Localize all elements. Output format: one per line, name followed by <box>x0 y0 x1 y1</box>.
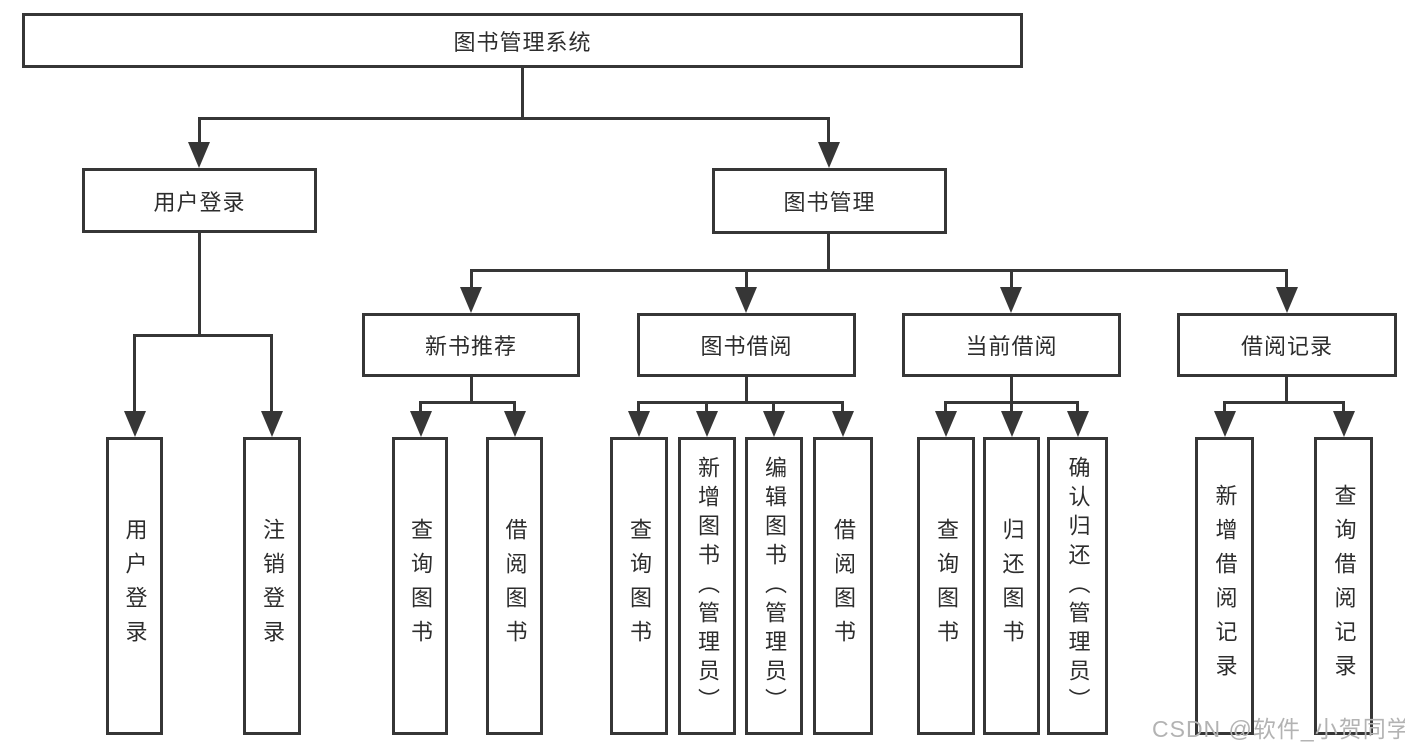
connector-line <box>841 401 844 416</box>
connector-line <box>133 334 273 337</box>
leaf-records-query-record: 查询借阅记录 <box>1314 437 1373 735</box>
node-user-login: 用户登录 <box>82 168 317 233</box>
connector-line <box>1223 401 1344 404</box>
connector-line <box>1285 269 1288 293</box>
connector-line <box>827 117 830 147</box>
node-new-book-recommend-label: 新书推荐 <box>424 334 517 359</box>
connector-line <box>745 375 748 404</box>
arrow-down-icon <box>1067 411 1089 437</box>
connector-line <box>637 401 640 416</box>
arrow-down-icon <box>124 411 146 437</box>
connector-line <box>419 401 516 404</box>
leaf-borrow-add-books-admin-label: 新增图书（管理员） <box>695 455 720 717</box>
node-borrowing-records: 借阅记录 <box>1177 313 1397 377</box>
connector-line <box>772 401 775 416</box>
leaf-borrow-add-books-admin: 新增图书（管理员） <box>678 437 736 735</box>
connector-line <box>1285 375 1288 404</box>
node-borrowing-records-label: 借阅记录 <box>1240 334 1333 359</box>
leaf-records-query-record-label: 查询借阅记录 <box>1331 484 1357 688</box>
arrow-down-icon <box>1214 411 1236 437</box>
leaf-records-add-record: 新增借阅记录 <box>1195 437 1254 735</box>
node-book-management-label: 图书管理 <box>783 190 876 215</box>
node-new-book-recommend: 新书推荐 <box>362 313 580 377</box>
connector-line <box>470 269 1288 272</box>
leaf-borrow-borrow-books: 借阅图书 <box>813 437 873 735</box>
leaf-newbook-query-books: 查询图书 <box>392 437 448 735</box>
connector-line <box>1010 375 1013 404</box>
leaf-user-login-label: 用户登录 <box>122 518 148 654</box>
leaf-newbook-query-books-label: 查询图书 <box>408 518 433 654</box>
arrow-down-icon <box>935 411 957 437</box>
watermark-text: CSDN @软件_小贺同学 <box>1152 716 1405 742</box>
node-book-borrowing-label: 图书借阅 <box>700 334 793 359</box>
node-book-management: 图书管理 <box>712 168 947 234</box>
connector-line <box>827 232 830 272</box>
leaf-records-add-record-label: 新增借阅记录 <box>1212 484 1238 688</box>
connector-line <box>1076 401 1079 416</box>
arrow-down-icon <box>735 287 757 313</box>
arrow-down-icon <box>410 411 432 437</box>
connector-line <box>521 66 524 119</box>
arrow-down-icon <box>696 411 718 437</box>
leaf-borrow-query-books: 查询图书 <box>610 437 668 735</box>
connector-line <box>470 269 473 293</box>
leaf-user-login: 用户登录 <box>106 437 163 735</box>
leaf-current-confirm-return-admin-label: 确认归还（管理员） <box>1065 455 1091 717</box>
node-library-system-label: 图书管理系统 <box>453 29 592 55</box>
node-book-borrowing: 图书借阅 <box>637 313 856 377</box>
node-user-login-label: 用户登录 <box>153 189 246 215</box>
arrow-down-icon <box>628 411 650 437</box>
connector-line <box>470 375 473 404</box>
connector-line <box>1010 269 1013 293</box>
arrow-down-icon <box>832 411 854 437</box>
leaf-newbook-borrow-books-label: 借阅图书 <box>502 518 528 654</box>
arrow-down-icon <box>818 142 840 168</box>
leaf-current-confirm-return-admin: 确认归还（管理员） <box>1047 437 1108 735</box>
connector-line <box>198 231 201 336</box>
connector-line <box>133 334 136 414</box>
node-current-borrowing: 当前借阅 <box>902 313 1121 377</box>
arrow-down-icon <box>763 411 785 437</box>
connector-line <box>1223 401 1226 416</box>
connector-line <box>745 269 748 293</box>
leaf-newbook-borrow-books: 借阅图书 <box>486 437 543 735</box>
leaf-borrow-borrow-books-label: 借阅图书 <box>831 518 856 654</box>
connector-line <box>1342 401 1345 416</box>
arrow-down-icon <box>1001 411 1023 437</box>
arrow-down-icon <box>504 411 526 437</box>
arrow-down-icon <box>460 287 482 313</box>
leaf-logout: 注销登录 <box>243 437 301 735</box>
arrow-down-icon <box>1276 287 1298 313</box>
node-current-borrowing-label: 当前借阅 <box>965 334 1058 359</box>
node-library-system: 图书管理系统 <box>22 13 1023 68</box>
arrow-down-icon <box>1333 411 1355 437</box>
connector-line <box>513 401 516 416</box>
leaf-borrow-edit-books-admin-label: 编辑图书（管理员） <box>762 455 787 717</box>
leaf-current-query-books: 查询图书 <box>917 437 975 735</box>
arrow-down-icon <box>1000 287 1022 313</box>
leaf-current-query-books-label: 查询图书 <box>934 518 959 654</box>
leaf-borrow-query-books-label: 查询图书 <box>627 518 652 654</box>
connector-line <box>638 401 844 404</box>
leaf-current-return-books-label: 归还图书 <box>999 518 1025 654</box>
arrow-down-icon <box>261 411 283 437</box>
connector-line <box>1010 401 1013 416</box>
connector-line <box>198 117 201 147</box>
connector-line <box>944 401 947 416</box>
connector-line <box>270 334 273 414</box>
leaf-current-return-books: 归还图书 <box>983 437 1040 735</box>
leaf-logout-label: 注销登录 <box>260 518 285 654</box>
connector-line <box>705 401 708 416</box>
connector-line <box>419 401 422 416</box>
leaf-borrow-edit-books-admin: 编辑图书（管理员） <box>745 437 803 735</box>
connector-line <box>198 117 830 120</box>
arrow-down-icon <box>188 142 210 168</box>
